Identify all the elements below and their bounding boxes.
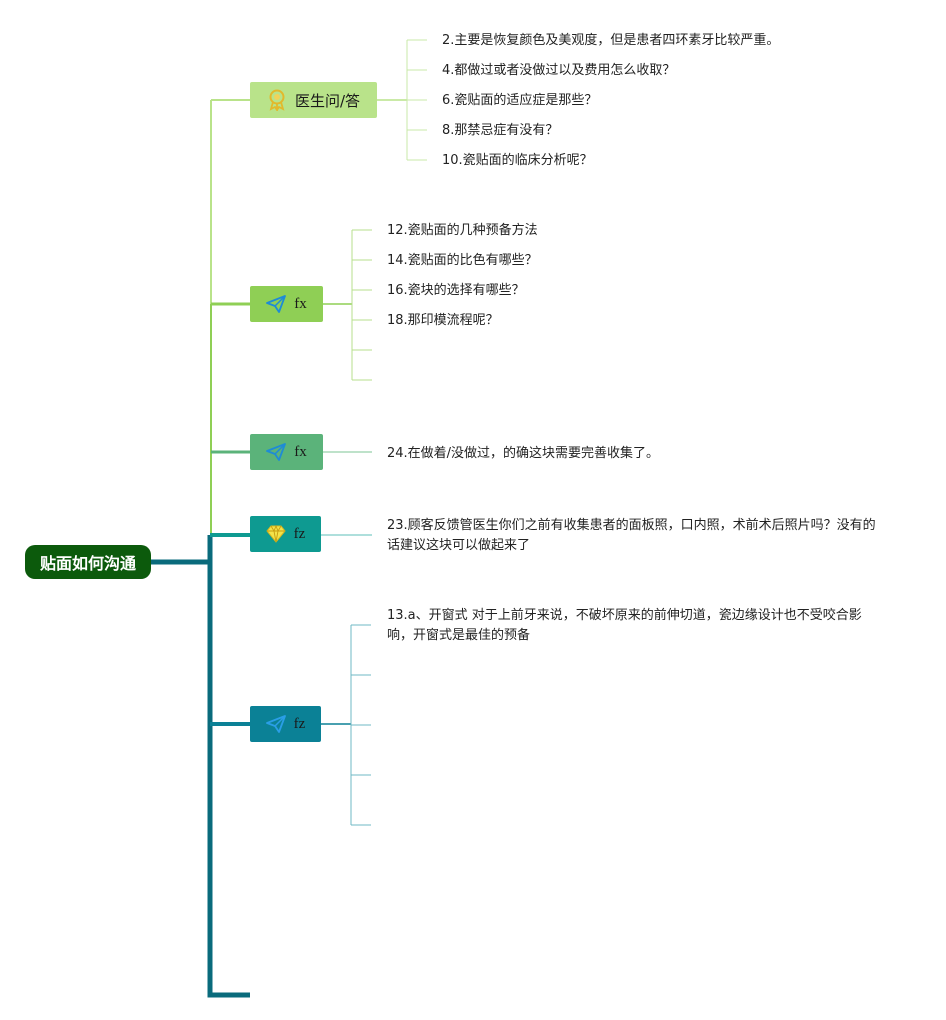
branch-node-fx-2[interactable]: fx bbox=[250, 434, 323, 470]
branch-label: fz bbox=[293, 715, 306, 732]
list-item: 12.瓷贴面的几种预备方法 bbox=[387, 223, 538, 238]
list-item: 16.瓷块的选择有哪些？ bbox=[387, 283, 525, 298]
list-item: 23.顾客反馈管医生你们之前有收集患者的面板照，口内照，术前术后照片吗？没有的话… bbox=[387, 518, 876, 553]
list-item: 8.那禁忌症有没有？ bbox=[442, 123, 559, 138]
send-icon bbox=[266, 295, 287, 313]
list-item: 4.都做过或者没做过以及费用怎么收取？ bbox=[442, 63, 676, 78]
branch-node-fz-1[interactable]: fz bbox=[250, 516, 321, 552]
branch-label: 医生问/答 bbox=[294, 91, 361, 110]
list-item: 24.在做着/没做过，的确这块需要完善收集了。 bbox=[387, 446, 660, 461]
branch-label: fz bbox=[293, 525, 306, 542]
root-label: 贴面如何沟通 bbox=[39, 554, 136, 573]
root-node[interactable]: 贴面如何沟通 bbox=[25, 545, 151, 579]
list-item: 2.主要是恢复颜色及美观度，但是患者四环素牙比较严重。 bbox=[442, 33, 780, 48]
branch-node-doctor-qa[interactable]: 医生问/答 bbox=[250, 82, 377, 118]
list-item: 13.a、开窗式 对于上前牙来说，不破坏原来的前伸切道，瓷边缘设计也不受咬合影响… bbox=[387, 608, 862, 643]
branch-label: fx bbox=[294, 443, 307, 460]
list-item: 18.那印模流程呢？ bbox=[387, 313, 499, 328]
branch-label: fx bbox=[294, 295, 307, 312]
send-icon bbox=[266, 443, 287, 461]
list-item: 6.瓷贴面的适应症是那些？ bbox=[442, 93, 598, 108]
award-icon bbox=[267, 89, 287, 111]
branch-node-fz-2[interactable]: fz bbox=[250, 706, 321, 742]
branch-node-fx-1[interactable]: fx bbox=[250, 286, 323, 322]
diamond-icon bbox=[266, 525, 286, 543]
send-icon bbox=[265, 715, 286, 733]
list-item: 10.瓷贴面的临床分析呢？ bbox=[442, 153, 593, 168]
list-item: 14.瓷贴面的比色有哪些？ bbox=[387, 253, 538, 268]
